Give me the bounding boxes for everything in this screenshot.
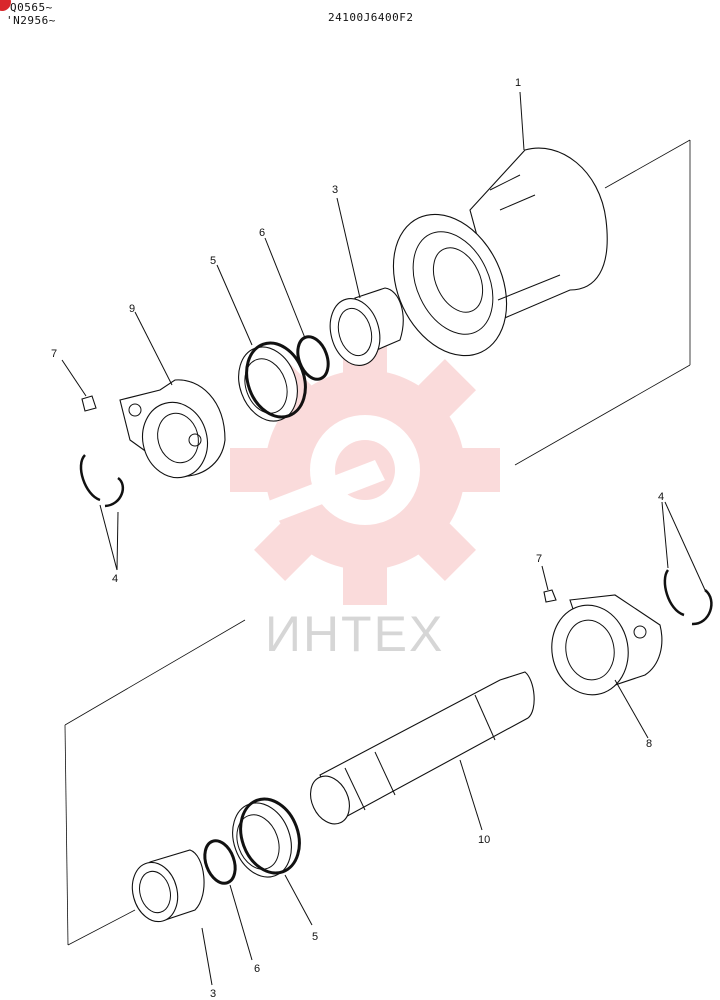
callout-4-right: 4 xyxy=(658,491,664,503)
part-7-plug-right xyxy=(541,565,557,603)
part-10-shaft xyxy=(310,671,535,831)
part-9-collar xyxy=(119,311,226,479)
callout-7-left: 7 xyxy=(51,348,57,360)
callout-7-right: 7 xyxy=(536,553,542,565)
callout-6-bottom: 6 xyxy=(254,963,260,975)
assembly-outline xyxy=(64,139,691,946)
callout-10: 10 xyxy=(478,834,490,846)
callout-6-top: 6 xyxy=(259,227,265,239)
corner-marker xyxy=(0,0,11,11)
serial-range-2: 'N2956~ xyxy=(6,14,56,27)
callout-3-bottom: 3 xyxy=(210,988,216,1000)
callout-4-left: 4 xyxy=(112,573,118,585)
part-5-seal-top xyxy=(216,264,307,422)
drawing-number: 24100J6400F2 xyxy=(328,11,414,24)
serial-range-1: Q0565~ xyxy=(10,1,53,14)
callout-9: 9 xyxy=(129,303,135,315)
callout-8: 8 xyxy=(646,738,652,750)
part-8-collar xyxy=(551,594,663,739)
part-3-bushing-bottom xyxy=(131,849,213,986)
part-1-roller xyxy=(392,91,608,357)
callout-5-bottom: 5 xyxy=(312,931,318,943)
watermark-text: ИНТЕХ xyxy=(265,606,445,662)
part-5-seal-bottom xyxy=(232,797,313,926)
part-6-oring-bottom xyxy=(203,839,253,961)
part-3-bushing-top xyxy=(329,197,404,366)
part-7-plug-left xyxy=(61,359,97,412)
callout-1: 1 xyxy=(515,77,521,89)
part-4-rings-left xyxy=(79,454,125,571)
part-4-rings-right xyxy=(661,501,713,626)
watermark-gear-logo xyxy=(230,335,500,605)
callout-3-top: 3 xyxy=(332,184,338,196)
callout-5-top: 5 xyxy=(210,255,216,267)
